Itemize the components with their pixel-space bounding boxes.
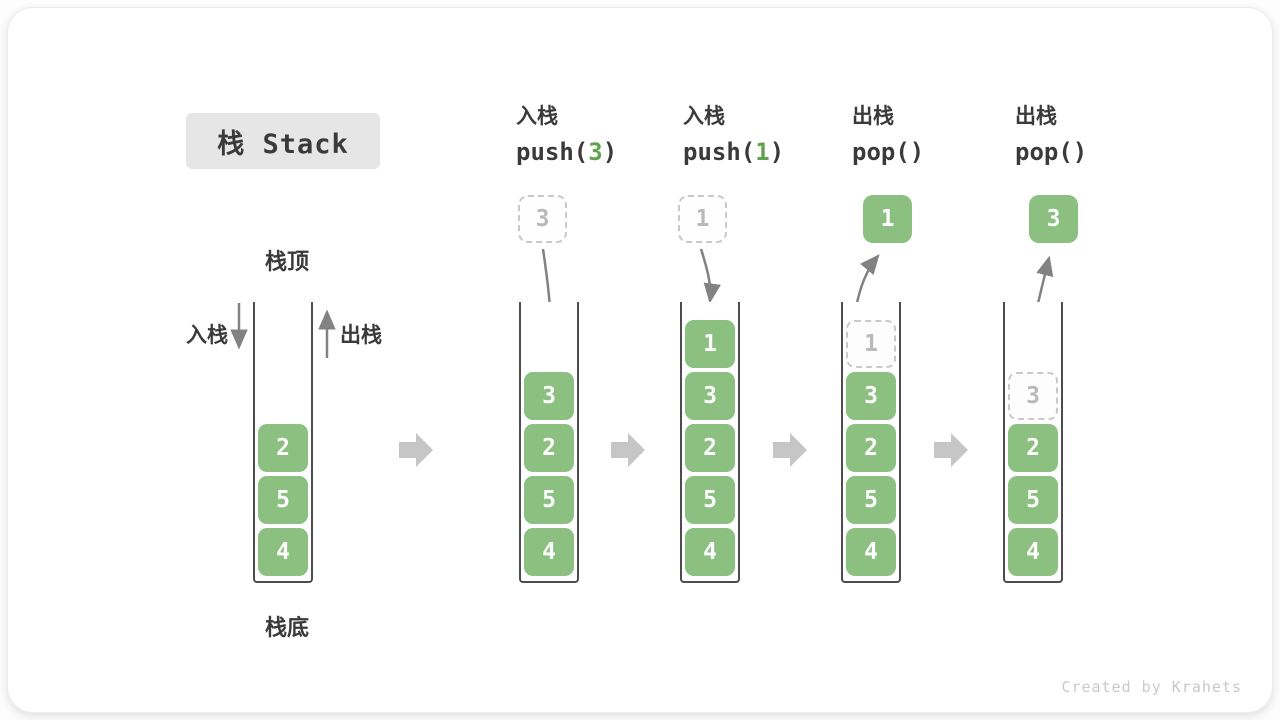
stack-state-after-pop-1: 1 3 2 5 4 — [841, 302, 901, 583]
push-side-label: 入栈 — [186, 324, 228, 347]
code-arg: 3 — [588, 138, 603, 166]
stack-cell: 2 — [846, 424, 896, 472]
code-text: pop( — [1015, 138, 1073, 166]
floating-value-popped-1: 1 — [863, 195, 912, 243]
code-text: ) — [602, 138, 618, 166]
op-name: 出栈 — [1015, 105, 1057, 128]
pop-side-label: 出栈 — [340, 324, 382, 347]
stack-cell: 4 — [846, 528, 896, 576]
op-header-push-1: 入栈 push(1) — [683, 103, 843, 167]
diagram-title: 栈 Stack — [186, 113, 380, 169]
code-text: ) — [909, 138, 925, 166]
code-text: ) — [769, 138, 785, 166]
op-name: 入栈 — [516, 105, 558, 128]
stack-cell: 2 — [1008, 424, 1058, 472]
code-arg: 1 — [755, 138, 770, 166]
stack-state-initial: 2 5 4 — [253, 302, 313, 583]
watermark: Created by Krahets — [1061, 678, 1242, 696]
stack-cell: 4 — [258, 528, 308, 576]
stack-state-after-push-1: 1 3 2 5 4 — [680, 302, 740, 583]
op-header-push-3: 入栈 push(3) — [516, 103, 676, 167]
stack-cell: 2 — [685, 424, 735, 472]
floating-value-popped-3: 3 — [1029, 195, 1078, 243]
code-text: push( — [683, 138, 756, 166]
stack-bottom-label: 栈底 — [264, 615, 309, 640]
floating-value-ghost-1: 1 — [678, 195, 727, 243]
op-code: push(3) — [516, 137, 676, 167]
floating-value-ghost-3: 3 — [518, 195, 567, 243]
op-name: 入栈 — [683, 105, 725, 128]
stack-cell: 2 — [258, 424, 308, 472]
stack-cell: 3 — [685, 372, 735, 420]
stack-cell: 5 — [524, 476, 574, 524]
stack-cell: 4 — [524, 528, 574, 576]
code-text: ) — [1072, 138, 1088, 166]
stack-cell: 1 — [685, 320, 735, 368]
stack-cell: 5 — [258, 476, 308, 524]
stack-cell: 3 — [846, 372, 896, 420]
op-code: pop() — [852, 137, 1012, 167]
op-name: 出栈 — [852, 105, 894, 128]
op-header-pop-first: 出栈 pop() — [852, 103, 1012, 167]
stack-cell-ghost: 1 — [846, 320, 896, 368]
stack-cell: 4 — [685, 528, 735, 576]
code-text: pop( — [852, 138, 910, 166]
op-header-pop-second: 出栈 pop() — [1015, 103, 1175, 167]
code-text: push( — [516, 138, 589, 166]
stack-cell-ghost: 3 — [1008, 372, 1058, 420]
stack-top-label: 栈顶 — [264, 249, 309, 274]
stack-state-after-push-3: 3 2 5 4 — [519, 302, 579, 583]
stack-cell: 5 — [1008, 476, 1058, 524]
stack-cell: 3 — [524, 372, 574, 420]
stack-cell: 5 — [846, 476, 896, 524]
op-code: push(1) — [683, 137, 843, 167]
stack-state-after-pop-3: 3 2 5 4 — [1003, 302, 1063, 583]
stack-cell: 2 — [524, 424, 574, 472]
stack-cell: 4 — [1008, 528, 1058, 576]
op-code: pop() — [1015, 137, 1175, 167]
stack-cell: 5 — [685, 476, 735, 524]
